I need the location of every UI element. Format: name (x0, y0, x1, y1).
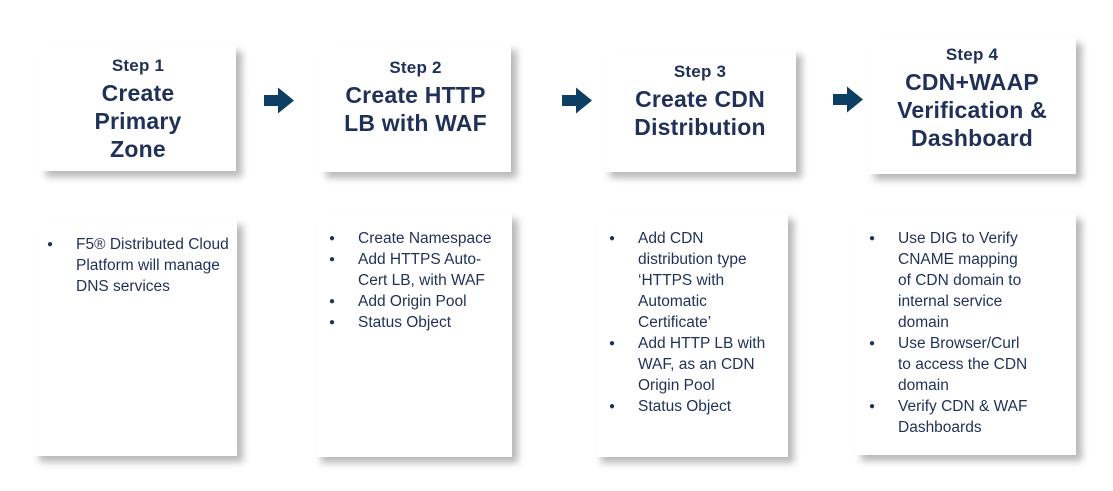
step-3-bullet-list: ● Add CDN distribution type ‘HTTPS with … (595, 213, 788, 417)
bullet-dot-icon: ● (329, 317, 336, 328)
bullet-text: Verify CDN & WAF Dashboards (898, 398, 1028, 436)
bullet-dot-icon: ● (609, 233, 616, 244)
bullet-text: Add HTTPS Auto- Cert LB, with WAF (358, 251, 485, 289)
bullet-dot-icon: ● (609, 338, 616, 349)
step-2-label: Step 2 (389, 58, 442, 77)
list-item: ● F5® Distributed Cloud Platform will ma… (44, 234, 235, 297)
list-item: ● Use DIG to Verify CNAME mapping of CDN… (866, 228, 1074, 333)
step-1-header-card: Step 1 Create Primary Zone (40, 45, 236, 171)
bullet-text: Add Origin Pool (358, 293, 467, 310)
step-3-label: Step 3 (673, 62, 727, 81)
step-2-detail-card: ● Create Namespace ● Add HTTPS Auto- Cer… (315, 213, 512, 457)
list-item: ● Add HTTPS Auto- Cert LB, with WAF (326, 249, 510, 291)
step-1-label: Step 1 (111, 56, 165, 75)
step-3-detail-card: ● Add CDN distribution type ‘HTTPS with … (595, 213, 788, 457)
bullet-text: Add CDN distribution type ‘HTTPS with Au… (638, 230, 747, 331)
step-4-header-card: Step 4 CDN+WAAP Verification & Dashboard (868, 37, 1076, 174)
arrow-right-icon (562, 87, 592, 114)
bullet-dot-icon: ● (869, 338, 876, 349)
list-item: ● Use Browser/Curl to access the CDN dom… (866, 333, 1074, 396)
step-2-header-card: Step 2 Create HTTP LB with WAF (320, 44, 511, 172)
step-4-title: CDN+WAAP Verification & Dashboard (897, 69, 1047, 152)
step-3-header-card: Step 3 Create CDN Distribution (604, 49, 796, 172)
list-item: ● Verify CDN & WAF Dashboards (866, 396, 1074, 438)
bullet-dot-icon: ● (329, 233, 336, 244)
bullet-text: Create Namespace (358, 230, 492, 247)
bullet-dot-icon: ● (869, 401, 876, 412)
list-item: ● Add Origin Pool (326, 291, 510, 312)
step-1-bullet-list: ● F5® Distributed Cloud Platform will ma… (33, 219, 237, 297)
step-4-bullet-list: ● Use DIG to Verify CNAME mapping of CDN… (855, 213, 1076, 438)
step-4-label: Step 4 (945, 45, 999, 64)
step-2-bullet-list: ● Create Namespace ● Add HTTPS Auto- Cer… (315, 213, 512, 333)
bullet-dot-icon: ● (329, 296, 336, 307)
list-item: ● Add HTTP LB with WAF, as an CDN Origin… (606, 333, 786, 396)
step-4-detail-card: ● Use DIG to Verify CNAME mapping of CDN… (855, 213, 1076, 455)
bullet-dot-icon: ● (869, 233, 876, 244)
step-1-detail-card: ● F5® Distributed Cloud Platform will ma… (33, 219, 237, 456)
bullet-dot-icon: ● (47, 239, 54, 250)
arrow-right-icon (833, 86, 863, 113)
step-1-title: Create Primary Zone (94, 80, 182, 163)
bullet-text: Use DIG to Verify CNAME mapping of CDN d… (898, 230, 1022, 331)
bullet-text: Use Browser/Curl to access the CDN domai… (898, 335, 1028, 394)
step-2-title: Create HTTP LB with WAF (344, 82, 487, 137)
bullet-text: Add HTTP LB with WAF, as an CDN Origin P… (638, 335, 766, 394)
bullet-dot-icon: ● (329, 254, 336, 265)
step-3-title: Create CDN Distribution (634, 86, 766, 141)
bullet-text: Status Object (638, 398, 732, 415)
bullet-text: Status Object (358, 314, 452, 331)
bullet-text: F5® Distributed Cloud Platform will mana… (76, 236, 229, 295)
list-item: ● Add CDN distribution type ‘HTTPS with … (606, 228, 786, 333)
list-item: ● Create Namespace (326, 228, 510, 249)
list-item: ● Status Object (326, 312, 510, 333)
list-item: ● Status Object (606, 396, 786, 417)
arrow-right-icon (264, 87, 294, 114)
bullet-dot-icon: ● (609, 401, 616, 412)
